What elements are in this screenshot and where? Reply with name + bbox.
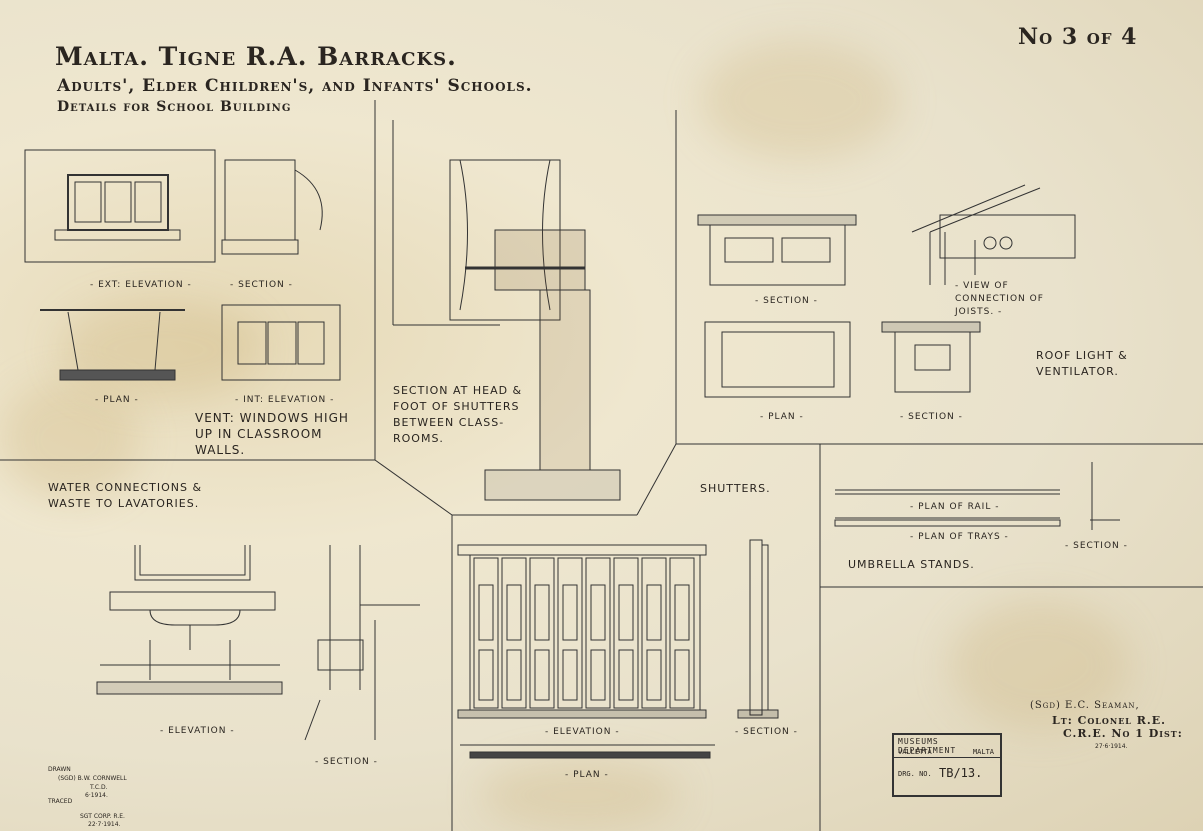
stamp-country: Malta <box>972 748 994 756</box>
stamp-department: Museums Department <box>898 737 957 755</box>
water-note: Water connections & waste to Lavatories. <box>48 481 203 510</box>
label-plan-trays: - Plan of Trays - <box>910 532 1009 542</box>
label-roof-plan: - Plan - <box>760 412 804 422</box>
shutter-leaf-panel <box>646 584 662 641</box>
label-water-section: - Section - <box>315 757 378 767</box>
shutter-leaf-panel <box>473 557 499 709</box>
panel-dividers <box>0 100 1203 831</box>
label-shutters-elevation: - Elevation - <box>545 727 620 737</box>
drawn-by: (Sgd) B.W. Cornwell <box>58 775 127 782</box>
shutter-leaf-panel <box>557 557 583 709</box>
shutter-leaf-panel <box>613 557 639 709</box>
title-subtitle: Adults', Elder Children's, and Infants' … <box>57 76 533 96</box>
umbrella-title: Umbrella Stands. <box>848 558 975 571</box>
drawn-date: 6·1914. <box>85 792 108 799</box>
shutter-leaf-panel <box>562 649 578 701</box>
traced-label: Traced <box>48 798 73 805</box>
head-section-note: Section at head & foot of shutters betwe… <box>393 384 523 445</box>
museums-stamp: Museums Department Valletta Malta Drg. N… <box>892 733 1002 797</box>
label-vent-plan: - Plan - <box>95 395 139 405</box>
shutter-leaf-panel <box>590 649 606 701</box>
label-water-elevation: - Elevation - <box>160 726 235 736</box>
traced-by: Sgt Corp. R.E. <box>80 813 125 820</box>
roof-light-section2-drawing <box>881 321 981 393</box>
signer-post: C.R.E. No 1 Dist: <box>1063 727 1183 740</box>
vent-section-drawing <box>221 159 323 255</box>
drawn-label: Drawn <box>48 766 71 773</box>
shutter-leaf-panel <box>590 584 606 641</box>
label-shutters-plan: - Plan - <box>565 770 609 780</box>
shutter-leaf-panel <box>618 584 634 641</box>
shutters-plan-drawing <box>460 744 715 759</box>
shutter-leaf-panel <box>585 557 611 709</box>
roof-light-section-drawing <box>697 214 857 286</box>
title-detail: Details for School Building <box>57 99 292 115</box>
vent-note: Vent: Windows high up in classroom walls… <box>195 411 349 457</box>
vent-ext-elevation-drawing <box>24 149 216 263</box>
label-joists-view: - View of connection of joists. - <box>955 281 1044 317</box>
shutter-leaf-panel <box>506 649 522 701</box>
traced-date: 22·7·1914. <box>88 821 121 828</box>
label-plan-rail: - Plan of Rail - <box>910 502 1000 512</box>
water-elevation-drawing <box>96 545 283 695</box>
vent-plan-drawing <box>40 309 185 381</box>
sheet-number: No 3 of 4 <box>1018 24 1138 50</box>
shutter-leaf-panel <box>478 584 494 641</box>
shutter-leaf-panel <box>534 584 550 641</box>
label-roof-section: - Section - <box>755 296 818 306</box>
title-main: Malta. Tigne R.A. Barracks. <box>55 42 457 71</box>
shutters-section-drawing <box>737 539 779 719</box>
shutter-leaf-panel <box>641 557 667 709</box>
shutter-head-section-drawing <box>392 120 621 501</box>
shutter-leaf-panel <box>562 584 578 641</box>
stamp-drg-number: TB/13. <box>939 766 983 780</box>
label-roof-section2: - Section - <box>900 412 963 422</box>
shutter-leaf-panel <box>506 584 522 641</box>
label-shutters-section: - Section - <box>735 727 798 737</box>
shutter-leaf-panel <box>646 649 662 701</box>
label-umbrella-section: - Section - <box>1065 541 1128 551</box>
shutter-leaf-panel <box>534 649 550 701</box>
umbrella-rail-drawing <box>834 462 1120 530</box>
label-vent-section: - Section - <box>230 280 293 290</box>
label-int-elevation: - Int: Elevation - <box>235 395 335 405</box>
drawn-rank: T.C.D. <box>90 784 108 791</box>
shutter-leaf-panel <box>674 649 690 701</box>
signer-rank: Lt: Colonel R.E. <box>1052 714 1166 727</box>
shutter-leaf-panel <box>669 557 695 709</box>
vent-int-elevation-drawing <box>221 304 341 381</box>
shutters-title: Shutters. <box>700 482 771 495</box>
shutter-leaf-panel <box>478 649 494 701</box>
stamp-drg-label: Drg. No. <box>898 770 932 778</box>
shutter-leaf-panel <box>529 557 555 709</box>
signed-by: (Sgd) E.C. Seaman, <box>1030 700 1140 711</box>
water-section-drawing <box>304 545 420 741</box>
stamp-city: Valletta <box>898 748 932 756</box>
roof-light-plan-drawing <box>704 321 851 398</box>
signed-date: 27·6·1914. <box>1095 743 1128 750</box>
roof-light-note: Roof Light & Ventilator. <box>1036 349 1128 378</box>
shutter-leaf-panel <box>618 649 634 701</box>
shutters-elevation-drawing <box>457 544 707 719</box>
joist-view-drawing <box>911 184 1076 285</box>
label-ext-elevation: - Ext: Elevation - <box>90 280 192 290</box>
shutter-leaf-panel <box>501 557 527 709</box>
shutter-leaf-panel <box>674 584 690 641</box>
